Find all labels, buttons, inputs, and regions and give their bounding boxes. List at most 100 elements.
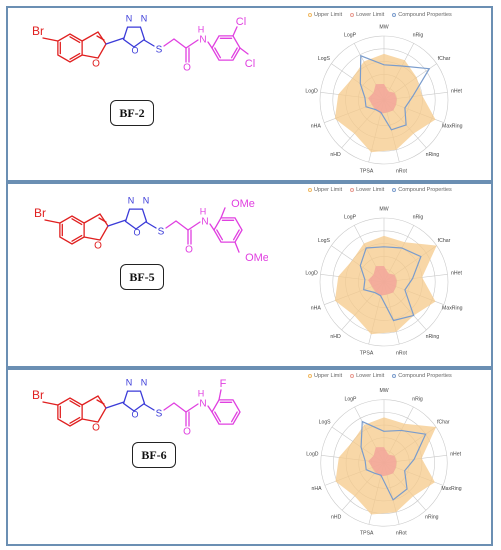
axis-label-mw: MW bbox=[379, 24, 388, 30]
chart-legend: Upper Limit Lower Limit Compound Propert… bbox=[308, 373, 452, 379]
axis-label-fchar: fChar bbox=[437, 419, 450, 425]
series-compound-properties bbox=[359, 246, 422, 322]
axis-label-logs: LogS bbox=[318, 238, 331, 244]
axis-label-logp: LogP bbox=[344, 33, 357, 39]
radar-chart-bf-6: MWnRigfCharnHetMaxRingnRingnRotTPSAnHDnH… bbox=[306, 388, 461, 536]
legend-lower-limit: Lower Limit bbox=[350, 373, 384, 379]
nitrogen-atom: N bbox=[126, 13, 133, 23]
lower-limit-swatch-icon bbox=[350, 188, 355, 192]
linker-bond bbox=[105, 37, 125, 45]
legend-lower-limit: Lower Limit bbox=[350, 12, 384, 18]
furan-ring bbox=[81, 395, 107, 423]
amide-bond bbox=[185, 39, 199, 49]
bromine-atom: Br bbox=[34, 206, 46, 220]
chlorine-atom: Cl bbox=[245, 58, 255, 70]
benzene-ring bbox=[57, 397, 83, 427]
axis-label-nha: nHA bbox=[311, 123, 322, 129]
thioether-bond bbox=[145, 221, 157, 229]
benzene-ring bbox=[59, 215, 85, 245]
compound-swatch-icon bbox=[392, 188, 397, 192]
axis-label-logp: LogP bbox=[344, 215, 357, 221]
series-compound-properties bbox=[359, 54, 431, 131]
sulfur-atom: S bbox=[156, 45, 163, 56]
furan-ring bbox=[81, 31, 107, 59]
axis-label-fchar: fChar bbox=[438, 56, 451, 62]
chart-legend: Upper Limit Lower Limit Compound Propert… bbox=[308, 187, 452, 193]
amide-hydrogen: H bbox=[198, 24, 205, 34]
carbonyl-bond bbox=[173, 38, 187, 49]
nitrogen-atom: N bbox=[141, 377, 148, 387]
n-aryl-bond bbox=[207, 41, 213, 49]
methylene-bond bbox=[163, 38, 175, 47]
nitrogen-atom: N bbox=[143, 195, 150, 205]
double-bond bbox=[96, 35, 105, 41]
axis-label-nhet: nHet bbox=[451, 89, 463, 95]
legend-lower-limit: Lower Limit bbox=[350, 187, 384, 193]
chlorine-atom: Cl bbox=[236, 16, 246, 28]
furan-oxygen: O bbox=[92, 423, 100, 434]
double-bond bbox=[69, 36, 81, 44]
double-bond bbox=[96, 399, 105, 405]
axis-label-nrot: nRot bbox=[396, 350, 408, 356]
amide-nitrogen: N bbox=[201, 217, 208, 228]
lower-limit-swatch-icon bbox=[350, 13, 355, 17]
methoxy-group: OMe bbox=[231, 198, 255, 210]
axis-label-nhd: nHD bbox=[331, 514, 342, 520]
axis-label-nring: nRing bbox=[426, 334, 440, 340]
sulfur-atom: S bbox=[156, 409, 163, 420]
axis-label-tpsa: TPSA bbox=[360, 350, 374, 356]
furan-oxygen: O bbox=[92, 59, 100, 70]
thioether-bond bbox=[143, 403, 155, 411]
linker-bond bbox=[105, 401, 125, 409]
amide-bond bbox=[185, 403, 199, 413]
series-lower-limit bbox=[368, 447, 397, 477]
aryl-ring bbox=[211, 35, 241, 61]
oxadiazole-oxygen: O bbox=[131, 409, 138, 419]
amide-hydrogen: H bbox=[200, 206, 207, 216]
double-bond bbox=[98, 217, 107, 223]
amide-nitrogen: N bbox=[199, 399, 206, 410]
carbonyl-bond bbox=[175, 220, 189, 231]
compound-swatch-icon bbox=[392, 13, 397, 17]
nitrogen-atom: N bbox=[126, 377, 133, 387]
axis-label-mw: MW bbox=[379, 206, 388, 212]
carbonyl-oxygen: O bbox=[183, 427, 191, 438]
axis-label-nha: nHA bbox=[312, 486, 323, 492]
aryl-ring bbox=[213, 217, 243, 243]
series-compound-properties bbox=[360, 420, 427, 501]
compound-label: BF-6 bbox=[132, 442, 176, 468]
double-bond bbox=[69, 416, 81, 424]
upper-limit-swatch-icon bbox=[308, 188, 312, 192]
br-bond bbox=[42, 401, 59, 406]
benzene-ring bbox=[57, 33, 83, 63]
carbonyl-bond bbox=[173, 402, 187, 413]
axis-label-nrig: nRig bbox=[413, 33, 424, 39]
methylene-bond bbox=[163, 402, 175, 411]
nitrogen-atom: N bbox=[128, 195, 135, 205]
double-bond bbox=[69, 400, 81, 408]
axis-label-nha: nHA bbox=[311, 305, 322, 311]
radar-chart-bf-2: MWnRigfCharnHetMaxRingnRingnRotTPSAnHDnH… bbox=[305, 24, 463, 174]
double-bond bbox=[230, 411, 238, 423]
compound-swatch-icon bbox=[392, 374, 397, 378]
oxadiazole-ring bbox=[122, 26, 146, 48]
amide-hydrogen: H bbox=[198, 388, 205, 398]
fluorine-atom: F bbox=[220, 378, 227, 390]
axis-label-nhd: nHD bbox=[330, 152, 341, 158]
double-bond bbox=[214, 411, 222, 423]
axis-label-nring: nRing bbox=[425, 514, 439, 520]
double-bond bbox=[71, 234, 83, 242]
axis-label-logs: LogS bbox=[318, 56, 331, 62]
double-bond bbox=[71, 218, 83, 226]
legend-upper-limit: Upper Limit bbox=[308, 12, 342, 18]
double-bond bbox=[216, 229, 224, 241]
axis-label-nrot: nRot bbox=[396, 168, 408, 174]
axis-label-mw: MW bbox=[379, 388, 388, 394]
axis-label-maxring: MaxRing bbox=[442, 123, 463, 129]
upper-limit-swatch-icon bbox=[308, 374, 312, 378]
